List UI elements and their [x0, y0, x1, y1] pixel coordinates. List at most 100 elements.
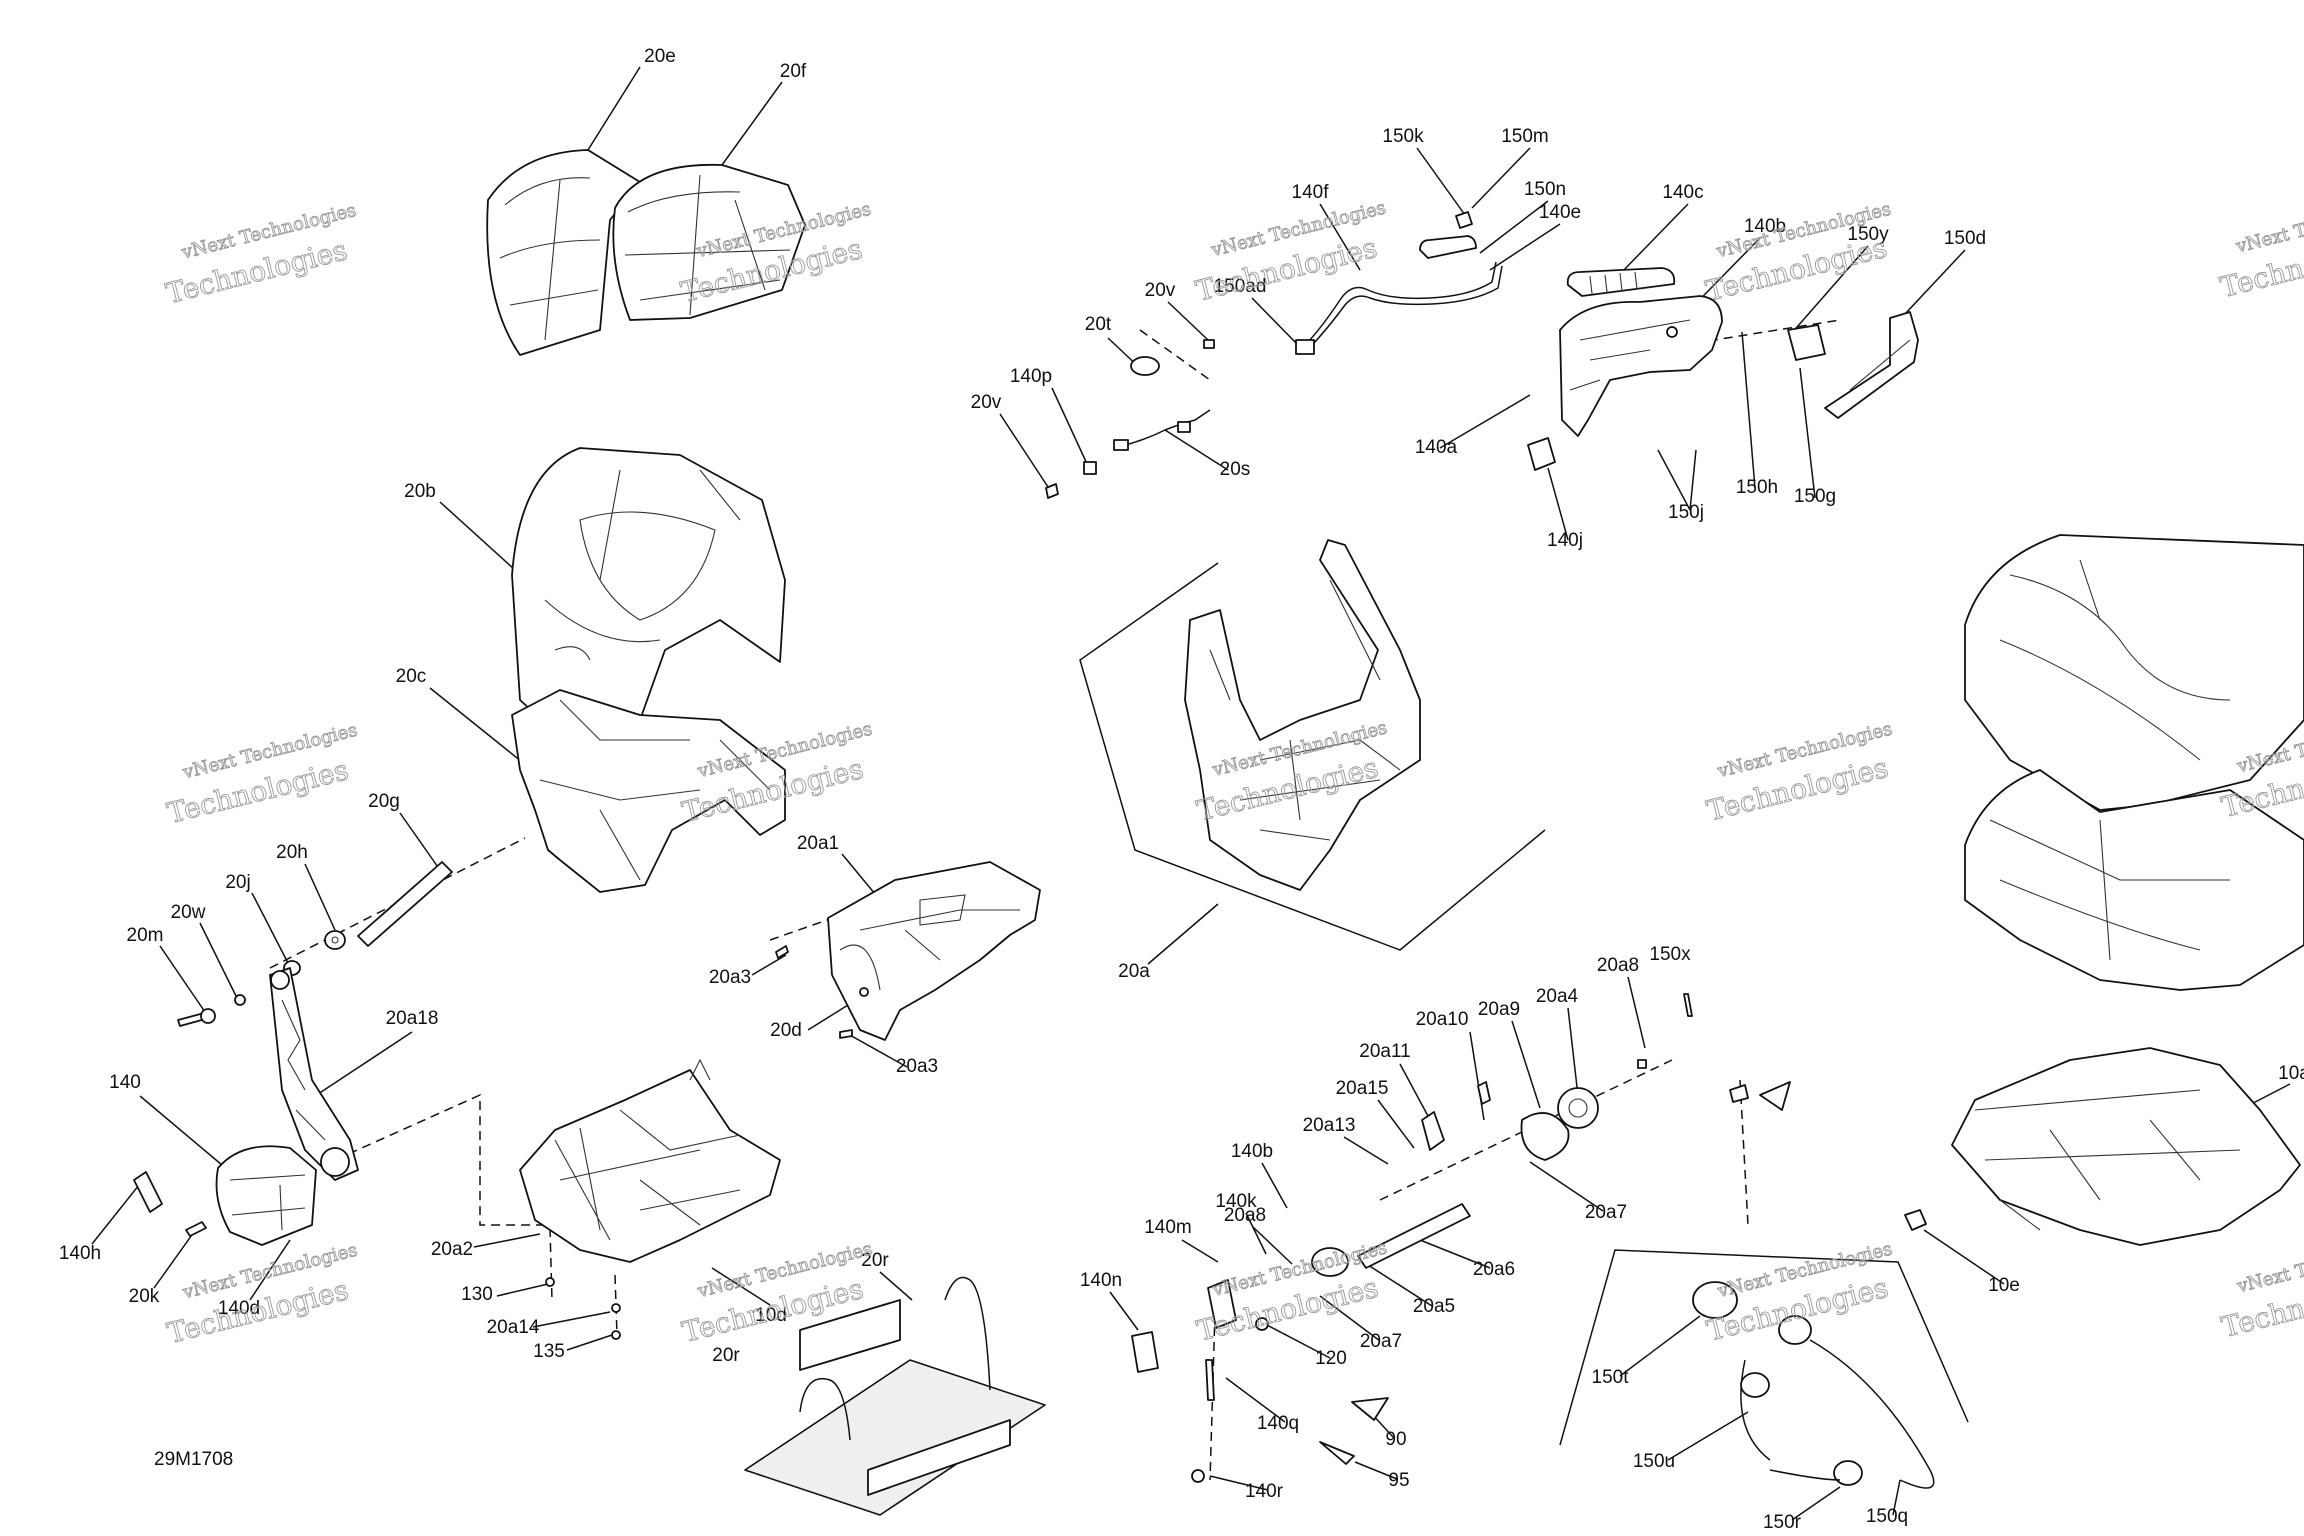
clip-140p [1083, 461, 1097, 475]
watermark: vNext Technologies Technologies [163, 1239, 359, 1350]
callout-150h: 150h [1736, 477, 1778, 498]
callout-150t: 150t [1592, 1367, 1630, 1388]
callout-20c: 20c [396, 666, 427, 687]
washer-20m2 [200, 1008, 216, 1024]
spring-20a10 [1477, 1081, 1491, 1105]
clip-20v-b [1045, 483, 1059, 499]
callout-20m: 20m [127, 925, 164, 946]
watermark: vNext Technologies Technologies [1192, 197, 1388, 308]
callout-150y: 150y [1847, 224, 1889, 245]
callout-20a3-b: 20a3 [896, 1056, 938, 1077]
lever-20a11 [1421, 1111, 1445, 1151]
callout-140m: 140m [1144, 1217, 1192, 1238]
callout-20s: 20s [1220, 459, 1251, 480]
grip-150k [1419, 235, 1477, 259]
callout-20a3-a: 20a3 [709, 967, 751, 988]
svg-text:vNext Technologies: vNext Technologies [2233, 194, 2304, 258]
callout-140k: 140k [1215, 1191, 1257, 1212]
callout-20b: 20b [404, 481, 436, 502]
ring-20t [1130, 356, 1160, 376]
watermark: vNext Technologies Technologies [1703, 718, 1895, 828]
drawing-code: 29M1708 [154, 1449, 233, 1470]
callout-20a10: 20a10 [1416, 1009, 1469, 1030]
ratchet-20a4 [1557, 1087, 1599, 1129]
cap-140r [1191, 1469, 1205, 1483]
bolt-140b [1666, 326, 1678, 338]
seat-frame-20a2 [519, 1058, 781, 1263]
seat-cushion-large [1964, 534, 2304, 991]
callout-130: 130 [461, 1284, 493, 1305]
callout-150m: 150m [1501, 126, 1549, 147]
clip-10e [1904, 1209, 1927, 1231]
callout-140: 140 [109, 1072, 141, 1093]
callout-120: 120 [1315, 1348, 1347, 1369]
callout-140d: 140d [218, 1298, 260, 1319]
rod-140q [1205, 1359, 1215, 1401]
callout-140p: 140p [1010, 366, 1052, 387]
callout-20a8-b: 20a8 [1224, 1205, 1266, 1226]
callout-10d: 10d [755, 1305, 787, 1326]
clip-90 [1351, 1397, 1389, 1421]
callout-140f: 140f [1292, 182, 1330, 203]
callout-20h: 20h [276, 842, 308, 863]
callout-150n: 150n [1524, 179, 1566, 200]
callout-150u: 150u [1633, 1451, 1675, 1472]
callout-140q: 140q [1257, 1413, 1299, 1434]
callout-140b: 140b [1744, 216, 1786, 237]
callout-20a11: 20a11 [1359, 1041, 1410, 1062]
callout-20r-a: 20r [861, 1250, 889, 1271]
heater-pad-20r [744, 1276, 1046, 1516]
callout-20k: 20k [129, 1286, 160, 1307]
clip-150m [1455, 211, 1473, 229]
callout-140e: 140e [1539, 202, 1581, 223]
callout-140c: 140c [1662, 182, 1703, 203]
rod-20g [357, 861, 453, 947]
callout-20e: 20e [644, 46, 676, 67]
callout-20f: 20f [780, 61, 807, 82]
detail-frames [1079, 562, 1969, 1446]
watermark: vNext Technologies Technologies [1702, 198, 1894, 308]
callout-20v-a: 20v [1145, 280, 1176, 301]
callout-20a4: 20a4 [1536, 986, 1579, 1007]
screw-20a3-b [839, 1029, 853, 1039]
callout-20a2: 20a2 [431, 1239, 473, 1260]
backrest-shell-20b [511, 447, 786, 761]
harness-20s [1113, 409, 1211, 451]
lever-150g [1787, 324, 1826, 361]
tube-20a6 [1357, 1203, 1471, 1269]
leader-lines [91, 66, 2291, 1521]
callout-150r: 150r [1763, 1512, 1802, 1533]
callout-20a13: 20a13 [1303, 1115, 1356, 1136]
watermark: vNext Technologies Technologies [162, 199, 358, 310]
callout-20d: 20d [770, 1020, 802, 1041]
recline-mechanism-20a [1184, 539, 1421, 891]
callout-150j: 150j [1668, 502, 1704, 523]
screw-20d [859, 987, 869, 997]
bracket-20a18 [269, 967, 359, 1181]
bolt-135 [611, 1330, 621, 1340]
connector-150ad [1295, 339, 1315, 355]
callout-20g: 20g [368, 791, 400, 812]
handle-tube-140f [1304, 261, 1503, 353]
callout-20a1: 20a1 [797, 833, 839, 854]
pin-150x [1683, 993, 1693, 1017]
cap-120 [1255, 1317, 1269, 1331]
plate-20a9 [1520, 1112, 1570, 1161]
base-cover-20a1 [827, 861, 1041, 1041]
bolt-20a14 [611, 1303, 621, 1313]
watermark: vNext Technologies Technologies [2217, 193, 2304, 304]
watermark: vNext Technologies Technologies [2218, 1233, 2304, 1344]
callout-20a8-a: 20a8 [1597, 955, 1639, 976]
callout-20a15: 20a15 [1336, 1078, 1389, 1099]
callout-140j: 140j [1547, 530, 1583, 551]
clip-95 [1319, 1441, 1355, 1465]
callout-140a: 140a [1415, 437, 1458, 458]
knob-140j [1527, 437, 1556, 471]
callout-140h: 140h [59, 1243, 101, 1264]
callout-20a7-a: 20a7 [1585, 1202, 1627, 1223]
callout-140n: 140n [1080, 1270, 1122, 1291]
wiring-harness-150 [1692, 1281, 1935, 1489]
watermark: vNext Technologies Technologies [163, 719, 359, 830]
callout-90: 90 [1385, 1429, 1406, 1450]
